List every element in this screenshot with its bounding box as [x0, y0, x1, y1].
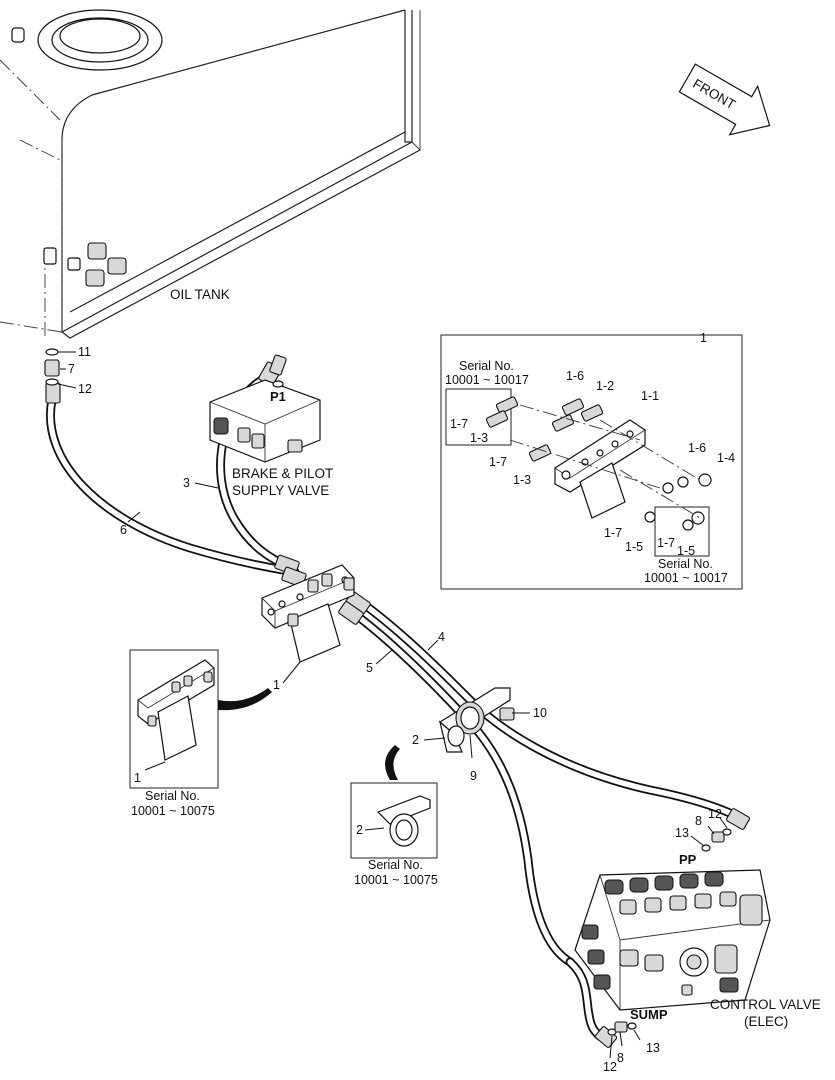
detail-label-1-5a: 1-5 — [625, 540, 643, 554]
callout-12-bottom: 12 — [603, 1060, 617, 1074]
clamp-bracket — [438, 687, 515, 753]
inset-bracket-1: 1 Serial No. 10001 ~ 10075 — [129, 649, 272, 818]
port-sump-label: SUMP — [630, 1007, 668, 1022]
detail-label-1-7a: 1-7 — [450, 417, 468, 431]
inset-bracket-2: 2 Serial No. 10001 ~ 10075 — [350, 745, 438, 887]
callout-5: 5 — [366, 661, 373, 675]
detail-label-1-7b: 1-7 — [489, 455, 507, 469]
detail-serial-top-range: 10001 ~ 10017 — [445, 373, 529, 387]
inset-2-serial-range: 10001 ~ 10075 — [354, 873, 438, 887]
detail-label-1-1: 1-1 — [641, 389, 659, 403]
callout-8-bottom: 8 — [617, 1051, 624, 1065]
brake-valve-label-1: BRAKE & PILOT — [232, 466, 333, 481]
inset-1-serial-range: 10001 ~ 10075 — [131, 804, 215, 818]
main-bracket — [261, 564, 355, 663]
detail-label-1-3b: 1-3 — [513, 473, 531, 487]
inset-1-part: 1 — [134, 771, 141, 785]
control-valve: PP SUMP CONTROL VALVE (ELEC) — [574, 852, 821, 1029]
detail-label-1-7d: 1-7 — [657, 536, 675, 550]
port-pp-label: PP — [679, 852, 697, 867]
callout-13-bottom: 13 — [646, 1041, 660, 1055]
detail-label-1-3a: 1-3 — [470, 431, 488, 445]
callout-2-main: 2 — [412, 733, 419, 747]
detail-box-1: 1 Serial No. 10001 ~ 10017 Serial No. 10… — [440, 331, 743, 590]
inset-2-part: 2 — [356, 823, 363, 837]
detail-label-1-5b: 1-5 — [677, 544, 695, 558]
detail-box-number: 1 — [700, 331, 707, 345]
callout-13-top: 13 — [675, 826, 689, 840]
detail-label-1-6b: 1-6 — [688, 441, 706, 455]
callout-12-top: 12 — [78, 382, 92, 396]
callout-11: 11 — [78, 345, 91, 359]
callout-6: 6 — [120, 523, 127, 537]
port-p1-label: P1 — [270, 389, 286, 404]
control-valve-label-1: CONTROL VALVE — [710, 997, 821, 1012]
tank-outlet-fittings — [44, 348, 60, 386]
oil-tank-label: OIL TANK — [170, 287, 230, 302]
callout-1-main: 1 — [273, 678, 280, 692]
detail-serial-top-title: Serial No. — [459, 359, 514, 373]
callouts: 11 7 12 3 6 1 5 4 10 2 9 8 12 13 12 8 13 — [57, 345, 728, 1074]
callout-7: 7 — [68, 362, 75, 376]
callout-8-top: 8 — [695, 814, 702, 828]
detail-serial-bottom-range: 10001 ~ 10017 — [644, 571, 728, 585]
brake-valve-label-2: SUPPLY VALVE — [232, 483, 329, 498]
front-arrow: FRONT — [678, 63, 771, 136]
detail-label-1-4: 1-4 — [717, 451, 735, 465]
callout-12-right: 12 — [708, 807, 722, 821]
callout-10: 10 — [533, 706, 547, 720]
detail-serial-bottom-title: Serial No. — [658, 557, 713, 571]
callout-9: 9 — [470, 769, 477, 783]
brake-pilot-supply-valve: P1 BRAKE & PILOT SUPPLY VALVE — [209, 354, 333, 498]
callout-4: 4 — [438, 630, 445, 644]
detail-label-1-7c: 1-7 — [604, 526, 622, 540]
detail-label-1-6a: 1-6 — [566, 369, 584, 383]
detail-label-1-2: 1-2 — [596, 379, 614, 393]
sump-fittings — [607, 1021, 637, 1036]
callout-3: 3 — [183, 476, 190, 490]
control-valve-label-2: (ELEC) — [744, 1014, 788, 1029]
pp-fittings — [701, 828, 732, 852]
inset-1-serial-title: Serial No. — [145, 789, 200, 803]
inset-2-serial-title: Serial No. — [368, 858, 423, 872]
oil-tank: OIL TANK — [0, 9, 421, 340]
